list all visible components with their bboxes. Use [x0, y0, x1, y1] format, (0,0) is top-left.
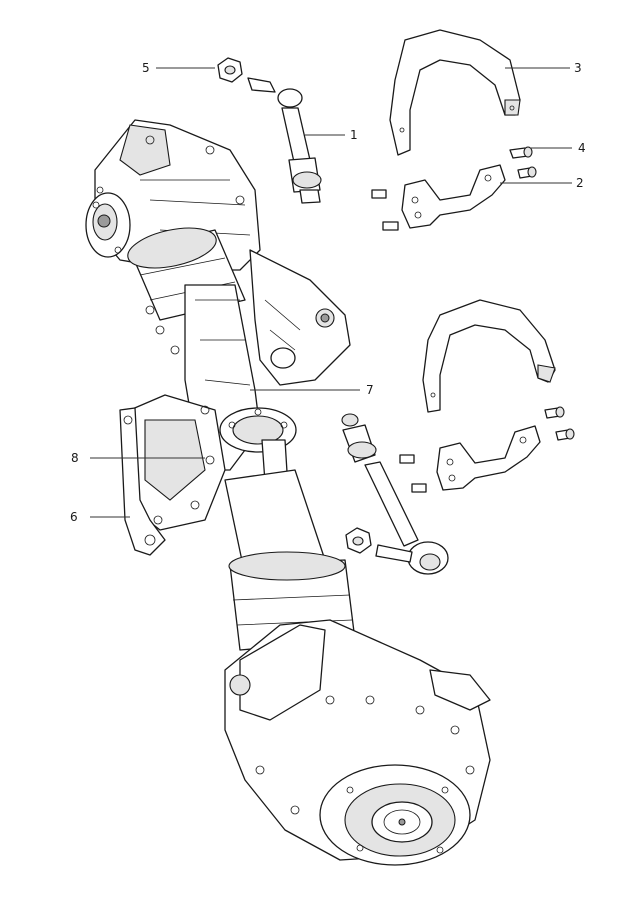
lower-hub: [224, 619, 491, 866]
callout-1: 1: [350, 128, 358, 142]
callout-3: 3: [574, 61, 582, 75]
tie-rod-upper: [247, 77, 322, 204]
bolts-lower: [399, 406, 575, 493]
bolts-upper: [371, 146, 537, 231]
callout-4: 4: [578, 141, 586, 155]
mounting-plate: [119, 407, 166, 556]
callout-6: 6: [70, 510, 78, 524]
upper-knuckle: [249, 249, 351, 386]
bracket-upper: [401, 164, 506, 229]
upper-hub: [85, 119, 261, 271]
nut-lower: [345, 527, 372, 554]
center-housing: [124, 284, 261, 531]
callouts: 1 2 3 4 5 6 7 8: [70, 61, 586, 524]
callout-2: 2: [576, 176, 584, 190]
nut-upper: [217, 57, 243, 83]
tie-rod-lower: [341, 413, 449, 575]
axle-assembly: [85, 119, 491, 866]
strap-clamp-upper: [389, 29, 521, 156]
lower-axle-tube: [224, 469, 356, 651]
callout-8: 8: [71, 451, 79, 465]
callout-7: 7: [366, 383, 374, 397]
callout-5: 5: [142, 61, 150, 75]
strap-clamp-lower: [422, 299, 556, 413]
bracket-lower: [436, 425, 541, 491]
